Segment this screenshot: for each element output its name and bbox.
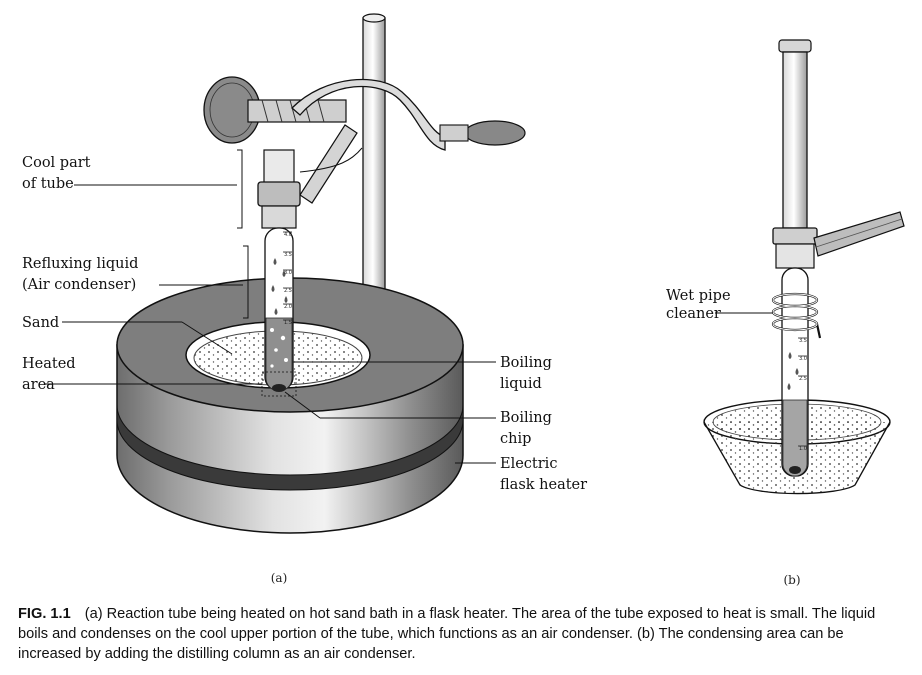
distilling-column (782, 51, 808, 229)
label-electric: Electric (500, 456, 557, 472)
label-wet-pipe: Wet pipe (666, 288, 731, 304)
tick-label: 3.5 (284, 252, 292, 258)
tube-connector (257, 181, 301, 207)
sublabel-b: (b) (783, 573, 800, 587)
tick-label: 3.0 (799, 356, 807, 362)
panel-a-drawing: 4.0 3.5 3.0 2.5 2.0 1.5 (116, 13, 526, 534)
boiling-chip (272, 384, 286, 392)
label-sand: Sand (22, 315, 59, 331)
label-cleaner: cleaner (666, 306, 721, 322)
label-area: area (22, 377, 55, 393)
label-refluxing-liquid: Refluxing liquid (22, 256, 138, 272)
label-boiling-chip-2: chip (500, 431, 531, 447)
panel-b-labels: Wet pipe cleaner (b) (666, 288, 801, 587)
sublabel-a: (a) (271, 571, 288, 585)
tick-label: 4.0 (284, 232, 292, 238)
figure-caption: FIG. 1.1(a) Reaction tube being heated o… (18, 604, 908, 664)
tick-label: 3.5 (799, 338, 807, 344)
panel-a-leaders (44, 149, 496, 464)
panel-a-labels: Cool part of tube Refluxing liquid (Air … (22, 155, 587, 585)
label-boiling-liquid: Boiling (500, 355, 552, 371)
boiling-liquid (265, 317, 293, 392)
tick-label: 2.5 (284, 288, 292, 294)
label-cool-part: Cool part (22, 155, 91, 171)
label-boiling-liquid-2: liquid (500, 376, 542, 392)
tick-label: 1.5 (284, 320, 292, 326)
tick-label: 2.5 (799, 376, 807, 382)
label-air-condenser: (Air condenser) (22, 277, 136, 293)
figure-number: FIG. 1.1 (18, 606, 71, 622)
tube-a-graduations: 4.0 3.5 3.0 2.5 2.0 1.5 (283, 231, 292, 326)
tick-label: 1.0 (799, 446, 807, 452)
tube-b-graduations: 3.5 3.0 2.5 1.0 (798, 337, 807, 452)
label-cool-part-2: of tube (22, 176, 74, 192)
panel-b-drawing: 3.5 3.0 2.5 1.0 (703, 39, 905, 495)
label-heated: Heated (22, 356, 76, 372)
side-arm (813, 211, 905, 257)
caption-text: (a) Reaction tube being heated on hot sa… (18, 606, 876, 662)
tick-label: 3.0 (284, 270, 292, 276)
label-flask-heater: flask heater (500, 477, 587, 493)
tick-label: 2.0 (284, 304, 292, 310)
label-boiling-chip: Boiling (500, 410, 552, 426)
